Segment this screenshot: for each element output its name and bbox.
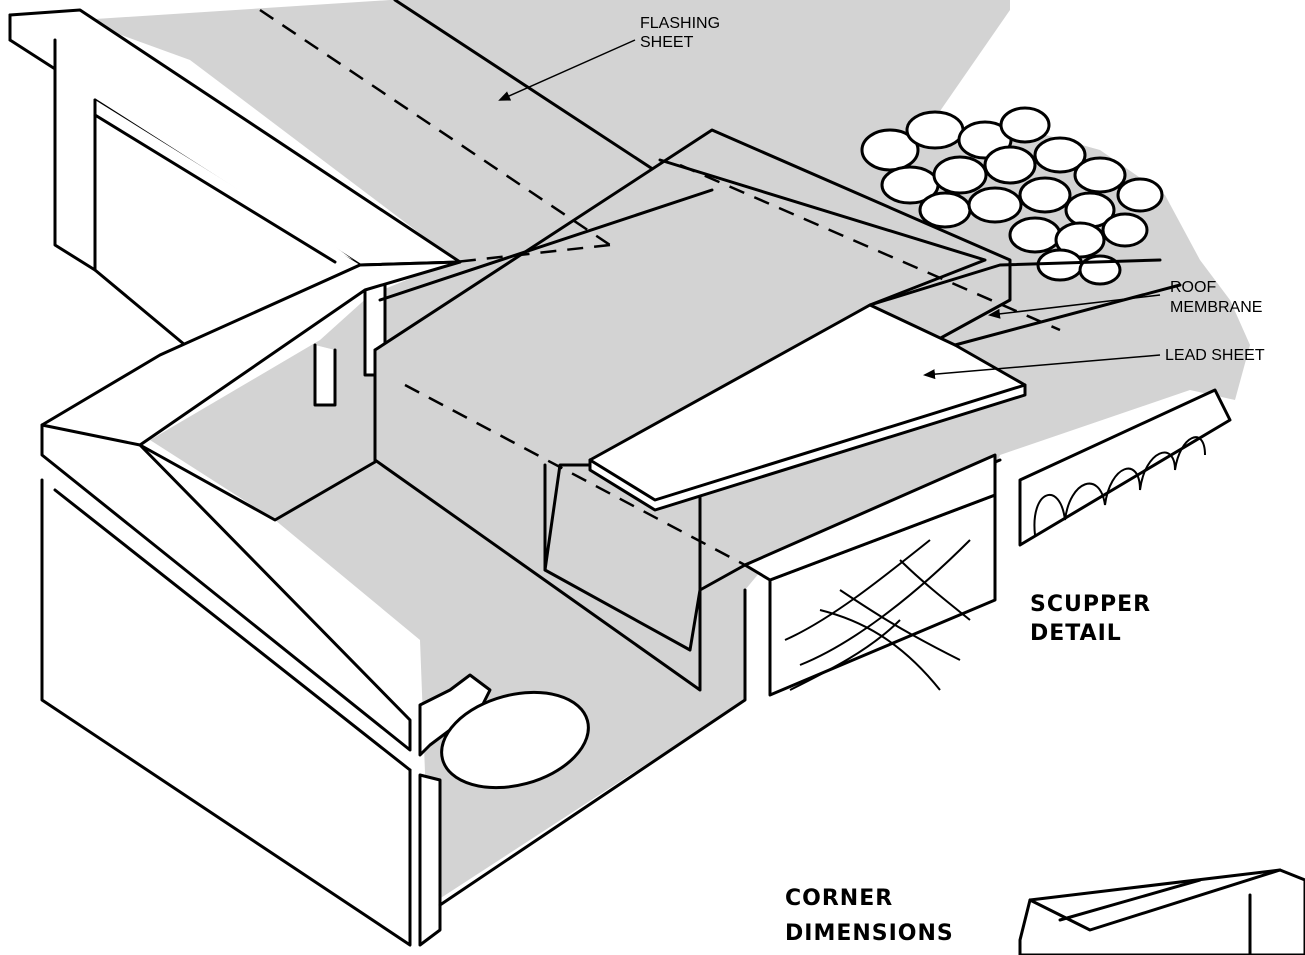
lead-sheet-label: LEAD SHEET (1165, 347, 1265, 364)
parapet-coping-upper (8, 8, 462, 407)
gravel-ballast (860, 106, 1164, 286)
flashing-sheet-label: FLASHING SHEET (640, 15, 724, 51)
parapet-coping-lower (40, 260, 492, 947)
wood-blocking (743, 453, 997, 697)
gutter-floor (438, 588, 747, 907)
corner-dimensions-title: CORNER DIMENSIONS (785, 886, 954, 946)
insulation (1018, 388, 1232, 547)
roof-membrane-label: ROOF MEMBRANE (1170, 279, 1262, 316)
leader-lines (498, 39, 1161, 380)
hidden-lines (259, 8, 1061, 567)
drain-opening (440, 690, 590, 790)
corner-dimensions-thumbnail (1018, 868, 1305, 955)
scupper-box (373, 128, 1027, 692)
scupper-detail-title: SCUPPER DETAIL (1030, 592, 1160, 646)
